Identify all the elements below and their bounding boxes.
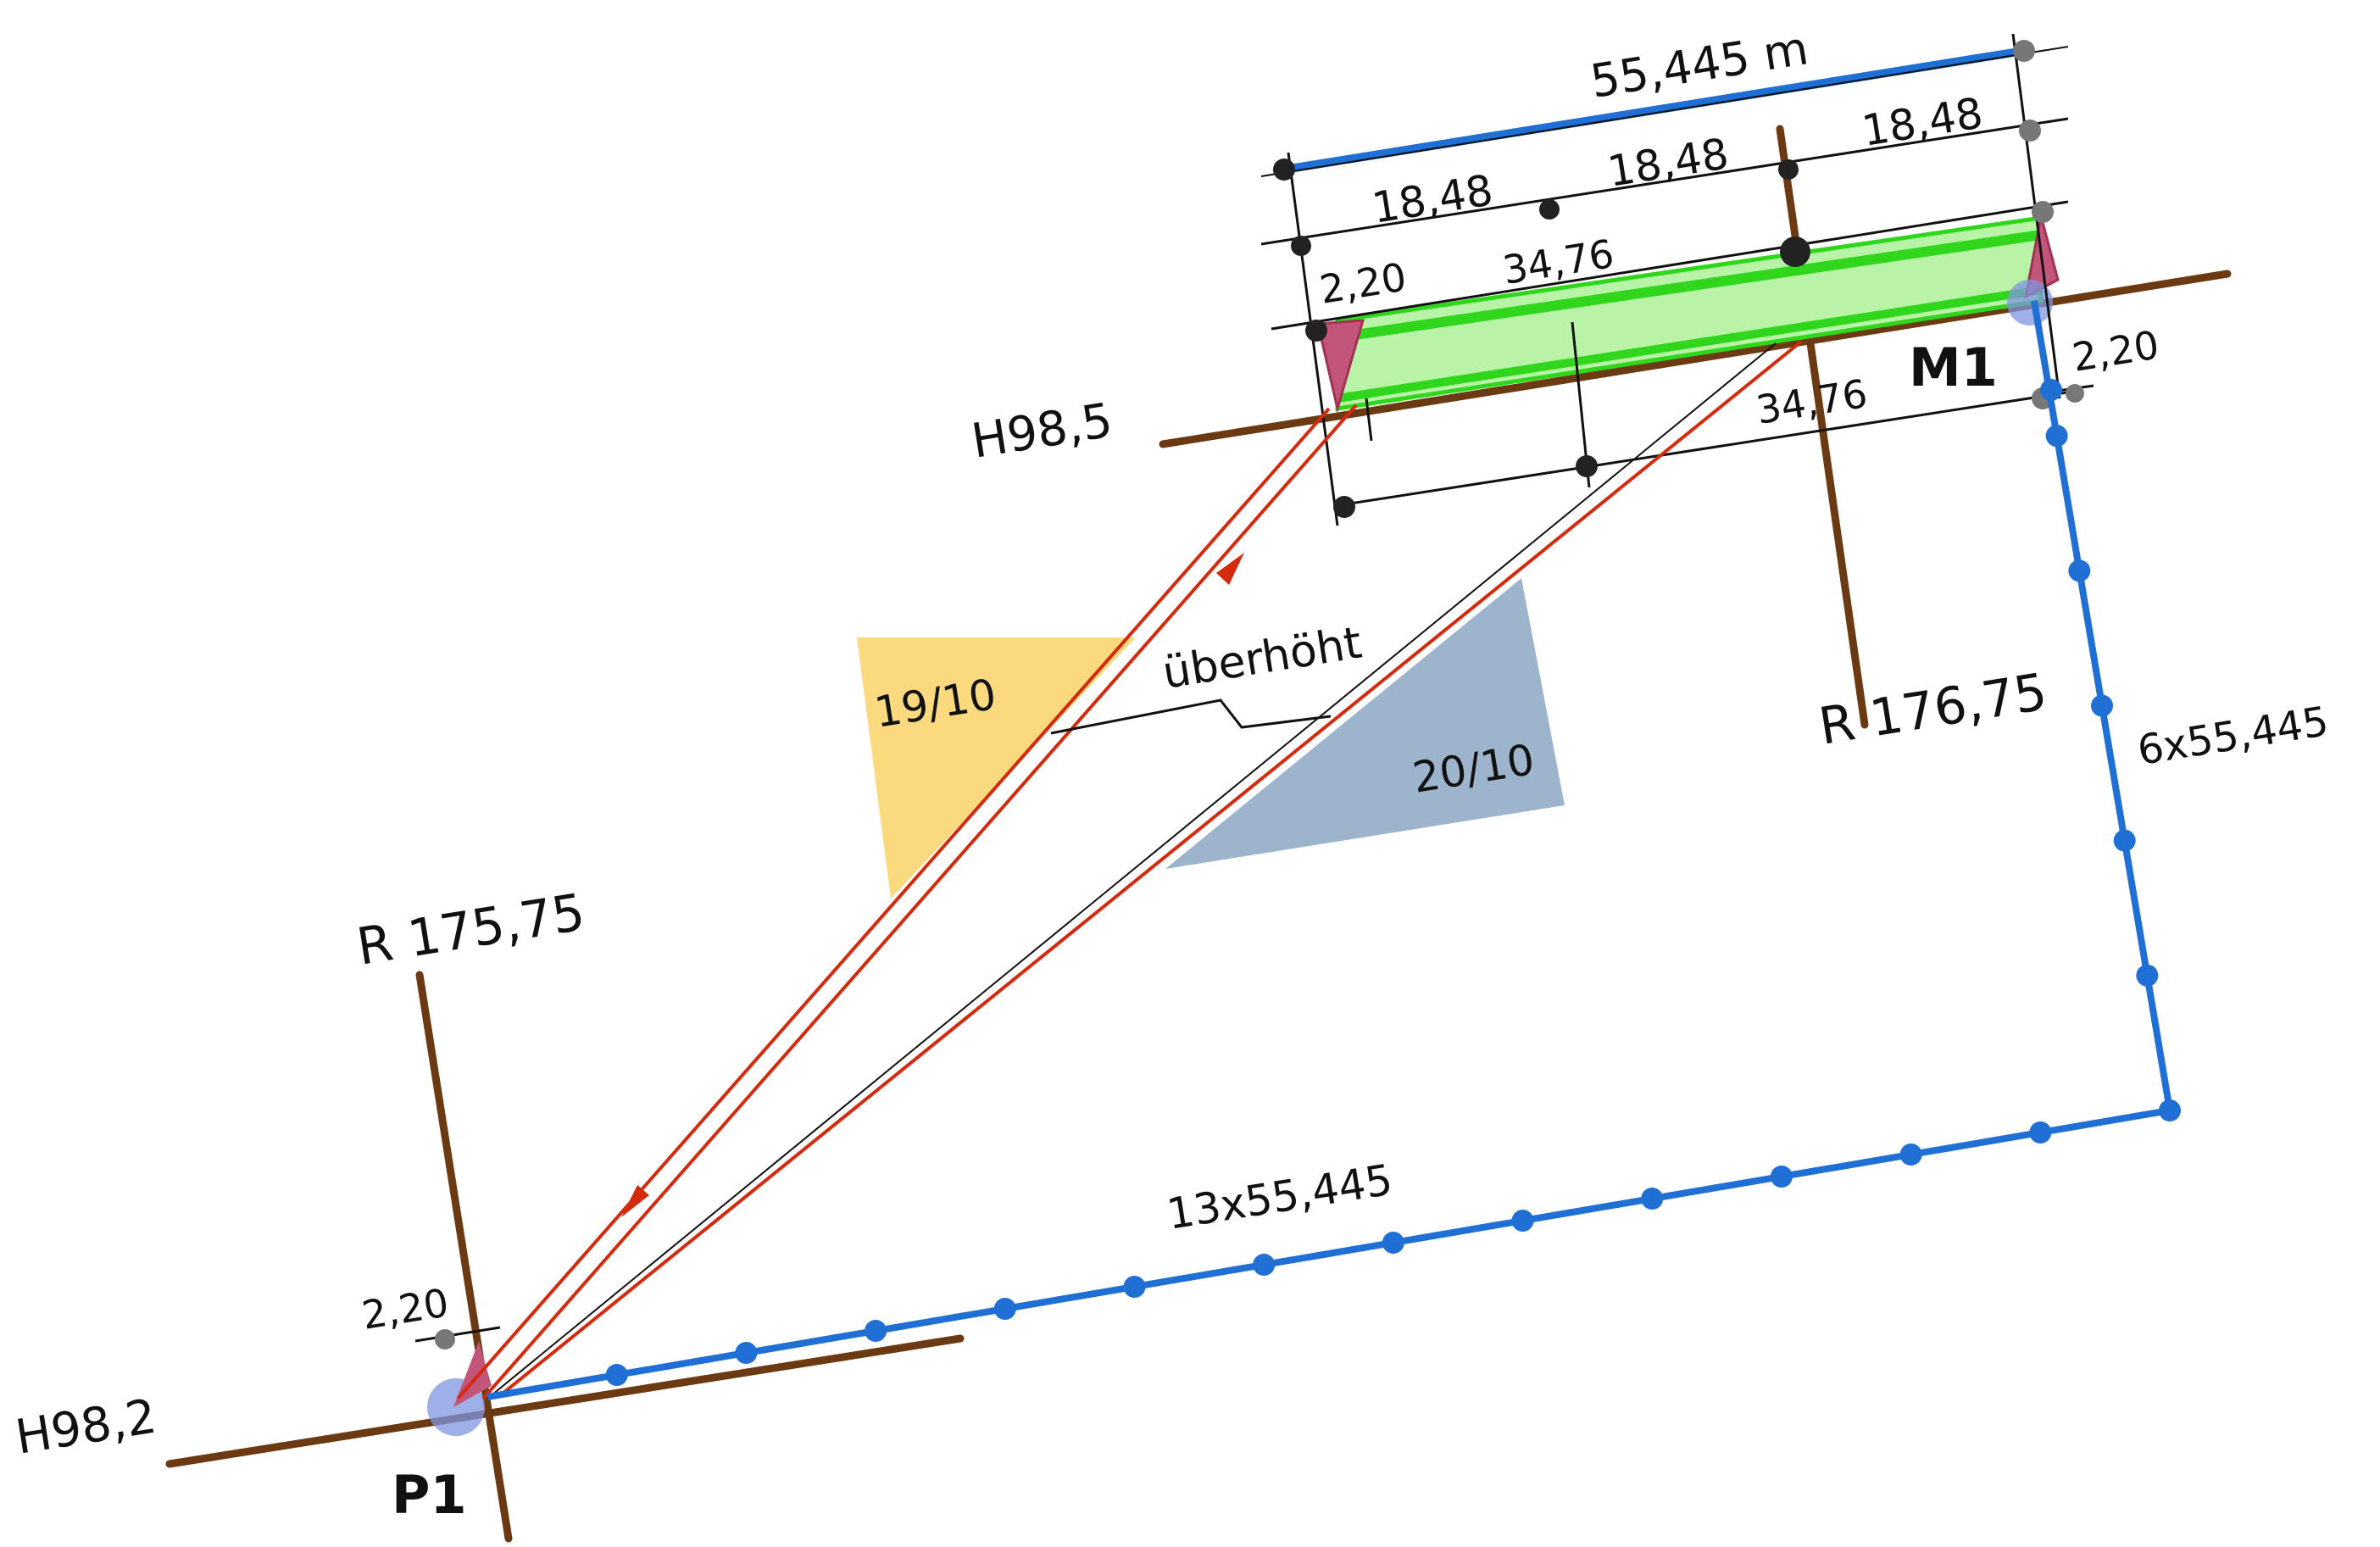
- label-count-bottom: 13x55,445: [1164, 1155, 1396, 1239]
- chain-node: [1899, 1144, 1922, 1166]
- ray-right: [497, 340, 1803, 1399]
- dim-line-offset-top: [1271, 200, 2069, 331]
- chain-node: [2040, 379, 2062, 401]
- chain-node: [2113, 829, 2136, 852]
- chain-node: [605, 1364, 628, 1386]
- label-note: überhöht: [1159, 618, 1365, 699]
- ray-arrow-up: [1216, 553, 1244, 585]
- node: [2013, 40, 2035, 62]
- label-count-right: 6x55,445: [2134, 698, 2332, 775]
- chain-node: [1641, 1188, 1664, 1210]
- label-h-m1: H98,5: [968, 393, 1116, 470]
- dim-ext-tick-left: [1365, 398, 1373, 442]
- sight-rays: [456, 340, 1803, 1400]
- node: [1780, 237, 1810, 267]
- label-h-p1: H98,2: [12, 1389, 160, 1466]
- label-r-m1: R 176,75: [1815, 662, 2050, 756]
- chain-node: [1123, 1276, 1146, 1298]
- label-point-p1: P1: [392, 1464, 467, 1526]
- node: [2019, 120, 2041, 142]
- node: [1333, 496, 1355, 518]
- dimension-lines: [414, 33, 2094, 1343]
- label-point-m1: M1: [1909, 337, 1998, 398]
- chain-node: [1511, 1210, 1534, 1232]
- ray-right-inner: [487, 342, 1777, 1400]
- chain-node: [993, 1298, 1016, 1320]
- dim-line-segments: [1260, 117, 2069, 246]
- axis-r-p1: [415, 971, 513, 1543]
- dimension-nodes: [435, 40, 2084, 1349]
- axis-h-p1: [165, 1334, 965, 1468]
- chain-node: [1382, 1232, 1404, 1254]
- chain-node: [735, 1342, 758, 1364]
- label-offset-right: 2,20: [2069, 322, 2162, 381]
- note-leader: [1050, 698, 1332, 735]
- label-r-p1: R 175,75: [353, 882, 588, 977]
- label-inner-bottom: 34,76: [1753, 370, 1871, 433]
- beam-end-left: [1316, 319, 1365, 414]
- ray-arrow-down: [621, 1185, 649, 1217]
- ray-left-b: [481, 403, 1358, 1400]
- node: [2032, 201, 2054, 223]
- label-offset-p1: 2,20: [359, 1280, 452, 1338]
- length-line: [1280, 47, 2028, 174]
- node: [1576, 455, 1598, 477]
- chain-node: [2068, 559, 2091, 582]
- chain-nodes: [605, 379, 2181, 1386]
- ray-left-a: [456, 407, 1331, 1400]
- node: [2066, 384, 2084, 403]
- slope-triangle-right: [1165, 578, 1565, 869]
- chain-node: [1253, 1254, 1276, 1276]
- chain-node: [2136, 964, 2159, 987]
- dim-line-p1-offset: [414, 1326, 501, 1343]
- axis-r-m1: [1776, 125, 1869, 729]
- label-top-length: 55,445 m: [1587, 21, 1811, 109]
- chain-node: [2045, 425, 2068, 448]
- label-seg-a: 18,48: [1369, 165, 1496, 233]
- chain-node: [2029, 1121, 2052, 1144]
- label-seg-c: 18,48: [1859, 88, 1986, 156]
- chain-node: [865, 1320, 887, 1342]
- slope-triangle-left: [857, 637, 1136, 899]
- node: [1273, 159, 1295, 181]
- node: [1539, 199, 1560, 220]
- node: [1778, 159, 1799, 180]
- beam-center-edge: [1337, 230, 2042, 342]
- chain-node: [2091, 694, 2113, 717]
- node: [1291, 236, 1311, 256]
- chain-node: [2159, 1099, 2181, 1121]
- label-seg-b: 18,48: [1604, 129, 1732, 197]
- marker-m1: [2007, 280, 2053, 326]
- beam-lower-edge: [1337, 286, 2042, 403]
- dim-line-inner-bottom: [1338, 390, 2073, 507]
- node: [1305, 320, 1327, 342]
- chain-node: [1770, 1166, 1793, 1188]
- length-line-cap: [1260, 46, 2069, 177]
- node: [435, 1329, 455, 1349]
- label-offset-left: 2,20: [1316, 254, 1410, 313]
